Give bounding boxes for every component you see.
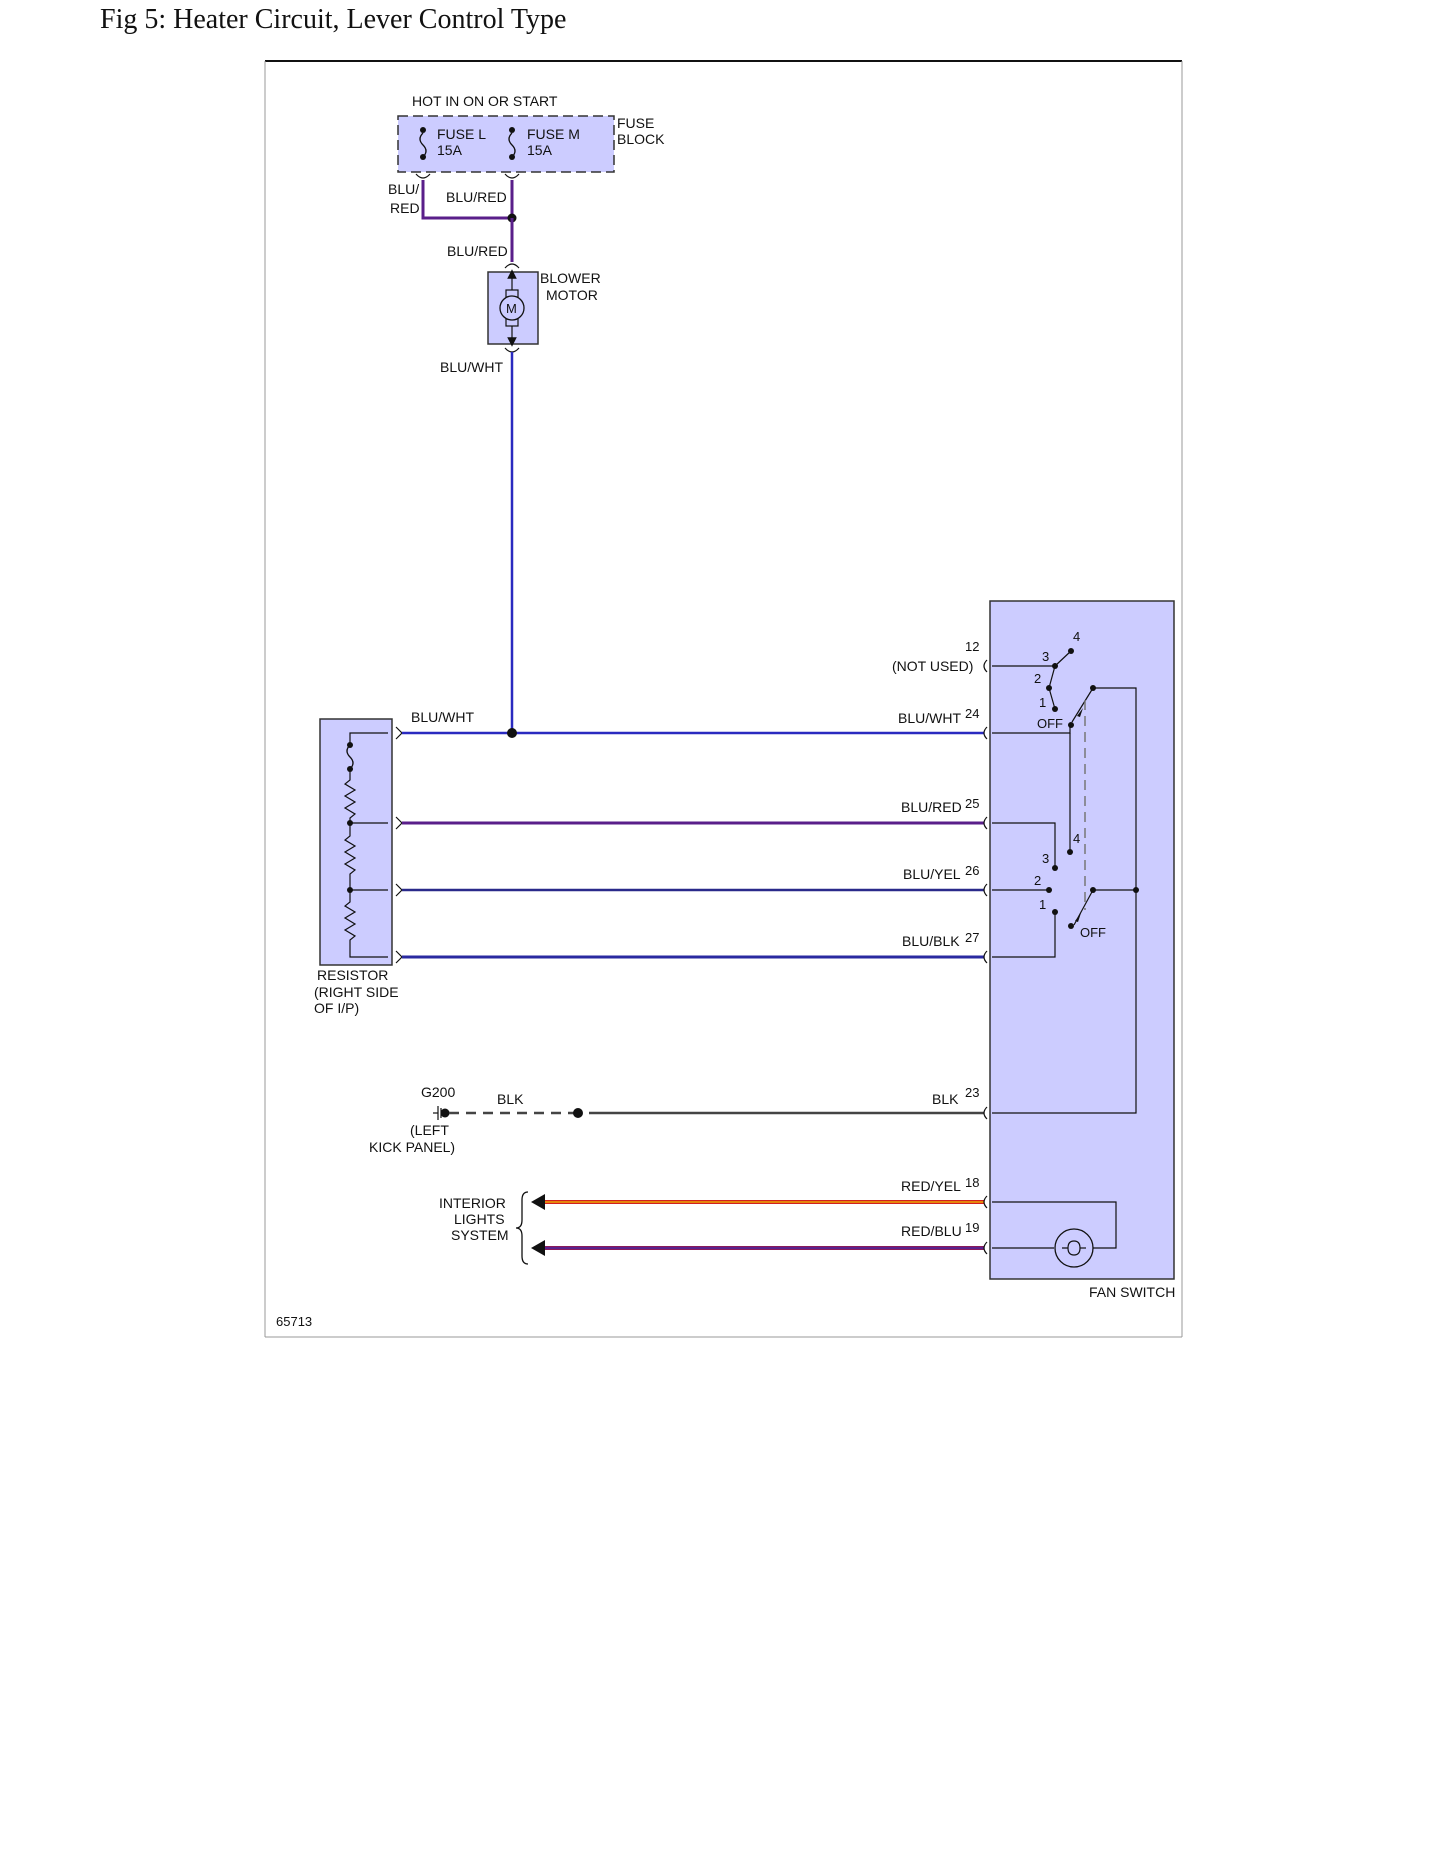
lower-pos-2: 2 <box>1034 873 1041 888</box>
ground-g200: G200 BLK (LEFT KICK PANEL) <box>369 1084 984 1155</box>
resistor-label-1: RESISTOR <box>317 967 388 983</box>
resistor-body <box>319 718 393 966</box>
fuse-m-connector <box>504 173 520 179</box>
upper-pos-1: 1 <box>1039 695 1046 710</box>
pin-26-wire: BLU/YEL <box>903 866 961 882</box>
page-title: Fig 5: Heater Circuit, Lever Control Typ… <box>100 4 567 35</box>
wire-label-motor-in: BLU/RED <box>447 243 508 259</box>
lower-pos-1: 1 <box>1039 897 1046 912</box>
pin-24-number: 24 <box>965 706 979 721</box>
fan-switch-connectors <box>983 659 988 1255</box>
pin-23-wire: BLK <box>932 1091 959 1107</box>
arrow-pin-18 <box>531 1194 545 1210</box>
fuse-block-label-line2: BLOCK <box>617 131 665 147</box>
wire-label-blu-red-l-2: RED <box>390 200 420 216</box>
motor-symbol: M <box>506 301 517 316</box>
wire-label-ground: BLK <box>497 1091 524 1107</box>
pin-27-wire: BLU/BLK <box>902 933 960 949</box>
fan-switch-internal <box>992 663 1137 1249</box>
pin-12-not-used: (NOT USED) <box>892 658 973 674</box>
resistor-wires: BLU/WHT <box>402 709 984 959</box>
resistor: RESISTOR (RIGHT SIDE OF I/P) <box>314 718 403 1016</box>
fan-switch: FAN SWITCH 12 (NOT USED) 24 BLU/WHT 25 B… <box>892 600 1175 1300</box>
fuse-l-rating: 15A <box>437 142 463 158</box>
blower-motor-label-1: BLOWER <box>540 270 601 286</box>
pin-24-wire: BLU/WHT <box>898 710 961 726</box>
pin-25-wire: BLU/RED <box>901 799 962 815</box>
upper-pos-2: 2 <box>1034 671 1041 686</box>
resistor-label-3: OF I/P) <box>314 1000 359 1016</box>
fuse-l: FUSE L 15A <box>419 126 486 160</box>
splice-blu-wht <box>507 728 517 738</box>
fuse-m-rating: 15A <box>527 142 553 158</box>
pin-18-wire: RED/YEL <box>901 1178 961 1194</box>
wire-label-motor-out: BLU/WHT <box>440 359 503 375</box>
lower-pos-3: 3 <box>1042 851 1049 866</box>
upper-switch-contacts: 4 3 2 1 OFF <box>1034 629 1096 731</box>
wire-label-resistor-feed: BLU/WHT <box>411 709 474 725</box>
fuse-block-label-line1: FUSE <box>617 115 654 131</box>
diagram-frame <box>264 60 1183 1338</box>
fuse-block-body <box>397 115 615 173</box>
fan-switch-body <box>989 600 1175 1280</box>
pin-23-number: 23 <box>965 1085 979 1100</box>
upper-pos-3: 3 <box>1042 649 1049 664</box>
arrow-pin-19 <box>531 1240 545 1256</box>
lower-switch-contacts: 4 3 2 1 OFF <box>1034 831 1139 940</box>
figure-code: 65713 <box>276 1314 312 1329</box>
lower-off: OFF <box>1080 925 1106 940</box>
fuse-block-header: HOT IN ON OR START <box>412 93 558 109</box>
interior-lights-label-2: LIGHTS <box>454 1211 505 1227</box>
pin-26-number: 26 <box>965 863 979 878</box>
upper-pos-4: 4 <box>1073 629 1080 644</box>
wire-fuse-l-out <box>421 180 512 220</box>
ground-name: G200 <box>421 1084 455 1100</box>
fan-switch-label: FAN SWITCH <box>1089 1284 1175 1300</box>
fuse-m-name: FUSE M <box>527 126 580 142</box>
blower-motor-label-2: MOTOR <box>546 287 598 303</box>
fuse-block: HOT IN ON OR START FUSE BLOCK FUSE L 15A… <box>397 93 665 173</box>
pin-19-number: 19 <box>965 1220 979 1235</box>
fuse-l-name: FUSE L <box>437 126 486 142</box>
interior-lights-label-1: INTERIOR <box>439 1195 506 1211</box>
interior-lights-label-3: SYSTEM <box>451 1227 509 1243</box>
resistor-label-2: (RIGHT SIDE <box>314 984 399 1000</box>
pin-25-number: 25 <box>965 796 979 811</box>
interior-lights: INTERIOR LIGHTS SYSTEM <box>439 1191 984 1265</box>
wire-label-blu-red-m: BLU/RED <box>446 189 507 205</box>
pin-18-number: 18 <box>965 1175 979 1190</box>
pin-12-number: 12 <box>965 639 979 654</box>
ground-location-2: KICK PANEL) <box>369 1139 455 1155</box>
indicator-lamp <box>1054 1228 1094 1268</box>
wire-fuse-outputs: BLU/ RED BLU/RED BLU/RED <box>388 180 517 262</box>
wire-label-blu-red-l-1: BLU/ <box>388 181 419 197</box>
interior-lights-brace <box>515 1191 529 1265</box>
pin-19-wire: RED/BLU <box>901 1223 962 1239</box>
ground-location-1: (LEFT <box>410 1122 449 1138</box>
pin-27-number: 27 <box>965 930 979 945</box>
lower-pos-4: 4 <box>1073 831 1080 846</box>
upper-off: OFF <box>1037 716 1063 731</box>
fuse-m: FUSE M 15A <box>508 126 580 160</box>
blower-motor: M BLOWER MOTOR <box>487 263 601 353</box>
fuse-l-connector <box>415 173 431 179</box>
